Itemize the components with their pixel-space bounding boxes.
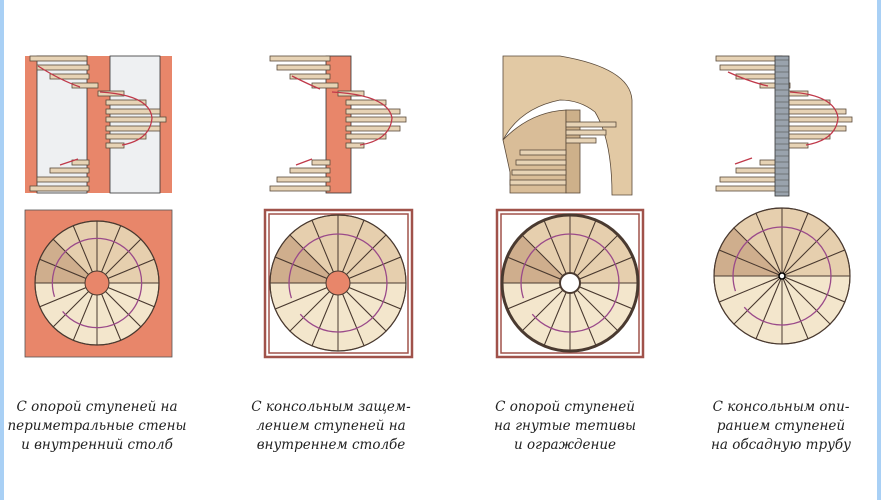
stair-step <box>29 55 88 62</box>
direction-arc <box>520 233 620 333</box>
frame-outer <box>495 208 645 359</box>
caption-line: ранием ступеней <box>716 418 846 434</box>
caption-line: С консольным защем- <box>251 399 411 415</box>
caption-line: лением ступеней на <box>256 418 406 434</box>
stair-step <box>565 129 607 136</box>
stair-step <box>105 133 147 140</box>
stair-step <box>105 116 167 123</box>
casing-pipe <box>778 272 786 280</box>
stair-step <box>289 73 331 80</box>
central-column <box>84 270 110 296</box>
caption-line: периметральные стены <box>7 418 187 434</box>
disc-outline <box>713 207 851 345</box>
stair-step <box>105 125 161 132</box>
stair-step <box>565 121 617 128</box>
elevation-cantilever-column <box>269 55 407 194</box>
stair-step <box>345 108 401 115</box>
caption-3: С опорой ступеней на гнутые тетивы и огр… <box>460 398 670 455</box>
direction-arrow <box>331 91 393 146</box>
direction-arrow <box>291 75 321 90</box>
plan-cantilever-pipe <box>713 207 851 345</box>
direction-arrow <box>59 158 79 166</box>
direction-arrow <box>789 91 839 146</box>
caption-line: и внутренний столб <box>21 437 173 453</box>
stair-step <box>345 142 365 149</box>
stair-step <box>715 185 783 192</box>
plan-cantilever-column <box>263 208 414 359</box>
curved-stringer <box>502 55 633 196</box>
stair-step <box>276 176 331 183</box>
direction-arrow <box>99 91 153 146</box>
stair-step <box>519 149 567 156</box>
direction-arrow <box>37 65 81 88</box>
stair-step <box>49 73 90 80</box>
stair-step <box>345 133 387 140</box>
stairwell-space <box>109 55 161 194</box>
stair-step <box>36 176 90 183</box>
central-column <box>325 270 351 296</box>
caption-line: С опорой ступеней на <box>16 399 178 415</box>
stair-step <box>29 185 90 192</box>
elevation-cantilever-pipe <box>715 55 853 197</box>
disc-outline <box>500 213 640 353</box>
disc-outline <box>269 214 407 352</box>
direction-arc <box>732 226 832 326</box>
stair-step <box>49 167 90 174</box>
caption-line: С опорой ступеней <box>495 399 635 415</box>
frame-inner <box>268 213 409 354</box>
stair-step <box>515 159 567 166</box>
stair-step <box>311 159 331 166</box>
stair-step <box>781 116 853 123</box>
stair-step <box>719 64 783 71</box>
stair-step <box>105 99 147 106</box>
disc-outline <box>34 220 160 346</box>
elevation-perimeter-walls <box>25 55 172 194</box>
caption-line: и ограждение <box>513 437 617 453</box>
stair-step <box>345 99 387 106</box>
central-opening <box>559 272 581 294</box>
stair-step <box>269 55 331 62</box>
stair-step <box>511 169 567 176</box>
stair-step <box>36 64 90 71</box>
plan-curved-stringers <box>495 208 645 359</box>
direction-arc <box>288 233 388 333</box>
direction-arc <box>51 237 143 329</box>
caption-line: внутреннем столбе <box>256 437 406 453</box>
left-border <box>0 0 4 500</box>
stair-step <box>345 125 401 132</box>
caption-line: С консольным опи- <box>712 399 850 415</box>
frame-outer <box>263 208 414 359</box>
caption-line: на гнутые тетивы <box>494 418 636 434</box>
stair-step <box>105 108 161 115</box>
plan-perimeter-walls <box>24 209 173 358</box>
stair-step <box>71 159 90 166</box>
direction-arrow <box>727 71 769 87</box>
direction-arrow <box>734 157 753 165</box>
elevation-curved-stringers <box>502 55 633 196</box>
stair-step <box>71 82 99 89</box>
stair-step <box>715 55 783 62</box>
stair-step <box>289 167 331 174</box>
caption-2: С консольным защем- лением ступеней на в… <box>226 398 436 455</box>
caption-4: С консольным опи- ранием ступеней на обс… <box>676 398 881 455</box>
stair-step <box>276 64 331 71</box>
direction-arrow <box>295 158 313 166</box>
stair-step <box>509 179 567 186</box>
caption-1: С опорой ступеней на периметральные стен… <box>0 398 202 455</box>
caption-line: на обсадную трубу <box>710 437 851 453</box>
right-border <box>877 0 881 500</box>
stair-step <box>105 142 125 149</box>
stair-step <box>565 137 597 144</box>
stair-step <box>269 185 331 192</box>
stair-step <box>719 176 783 183</box>
stair-step <box>345 116 407 123</box>
